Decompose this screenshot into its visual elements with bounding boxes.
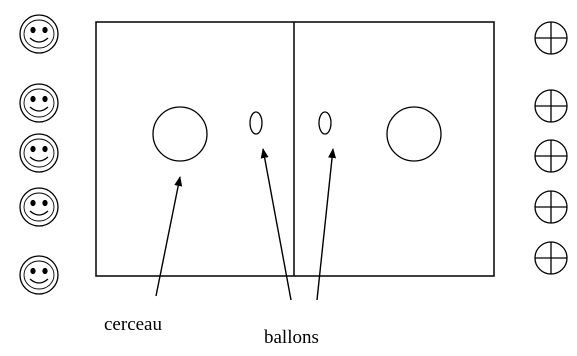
smiley-face-icon xyxy=(19,14,59,54)
arrows xyxy=(155,148,337,301)
crosshair-circle-icon xyxy=(534,89,568,123)
ball-left xyxy=(249,111,263,135)
playing-field xyxy=(95,21,495,277)
team-left-smileys xyxy=(19,14,59,295)
team-right-players xyxy=(534,21,568,275)
hoop-left xyxy=(152,106,208,162)
smiley-face-icon xyxy=(19,187,59,227)
field-boundary xyxy=(95,21,495,277)
arrow-to-left-ball xyxy=(260,148,292,301)
crosshair-circle-icon xyxy=(534,139,568,173)
ball-right xyxy=(318,111,332,135)
crosshair-circle-icon xyxy=(534,21,568,55)
smiley-face-icon xyxy=(19,255,59,295)
crosshair-circle-icon xyxy=(534,190,568,224)
hoop-label: cerceau xyxy=(104,314,162,335)
crosshair-circle-icon xyxy=(534,241,568,275)
arrow-to-hoop xyxy=(155,176,183,297)
balls-label: ballons xyxy=(264,327,319,348)
smiley-face-icon xyxy=(19,133,59,173)
arrow-to-right-ball xyxy=(316,148,337,301)
hoop-right xyxy=(386,106,442,162)
smiley-face-icon xyxy=(19,83,59,123)
